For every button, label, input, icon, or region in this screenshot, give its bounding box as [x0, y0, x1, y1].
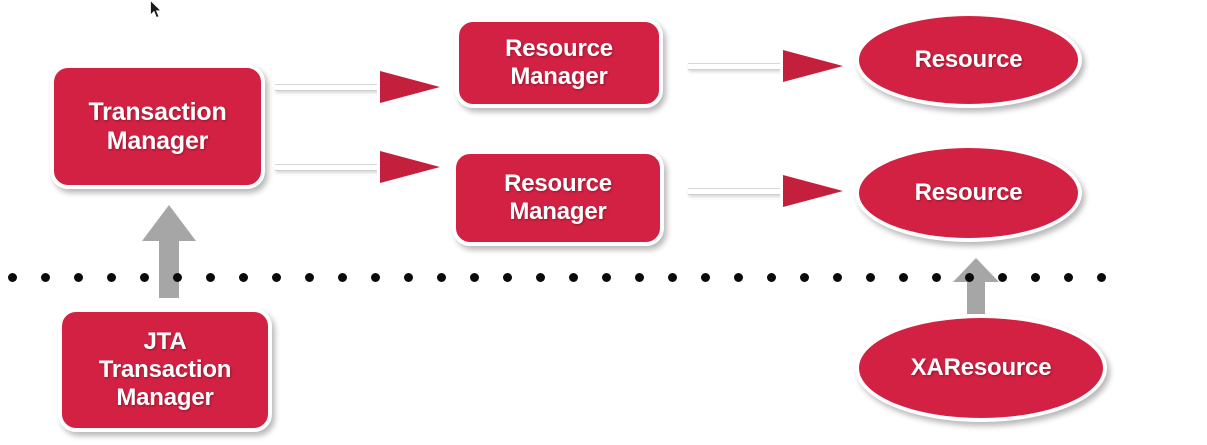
divider-dot — [8, 272, 17, 282]
divider-dot — [767, 272, 776, 282]
divider-dot — [206, 272, 215, 282]
divider-dot — [701, 272, 710, 282]
divider-dot — [140, 272, 149, 282]
divider-dot — [239, 272, 248, 282]
divider-dot — [305, 272, 314, 282]
divider-dot — [173, 272, 182, 282]
divider-dot — [1097, 272, 1106, 282]
connector-line-tm-to-rm2 — [275, 164, 385, 171]
node-xaresource-label: XAResource — [910, 354, 1052, 382]
divider-dot — [965, 272, 974, 282]
arrowhead-icon-rm2-to-res2 — [779, 171, 847, 211]
node-resource-1[interactable]: Resource — [855, 12, 1082, 108]
divider-dot — [932, 272, 941, 282]
mouse-cursor-icon — [150, 0, 164, 20]
node-resource-2-label: Resource — [914, 179, 1023, 207]
divider-dot — [635, 272, 644, 282]
up-arrow-icon-xaresource-to-resource — [952, 256, 1000, 314]
divider-dot — [734, 272, 743, 282]
node-xaresource[interactable]: XAResource — [855, 314, 1107, 422]
arrowhead-icon-tm-to-rm1 — [376, 67, 444, 107]
node-resource-1-label: Resource — [914, 46, 1023, 74]
divider-dot — [371, 272, 380, 282]
divider-dot — [1064, 272, 1073, 282]
arrowhead-icon-tm-to-rm2 — [376, 147, 444, 187]
divider-dot — [74, 272, 83, 282]
connector-line-rm1-to-res1 — [688, 63, 788, 70]
divider-dot — [569, 272, 578, 282]
divider-dot — [470, 272, 479, 282]
divider-dot — [899, 272, 908, 282]
connector-line-rm2-to-res2 — [688, 188, 788, 195]
connector-line-tm-to-rm1 — [275, 84, 385, 91]
divider-dot — [998, 272, 1007, 282]
divider-dot — [272, 272, 281, 282]
arrowhead-icon-rm1-to-res1 — [779, 46, 847, 86]
divider-dot — [437, 272, 446, 282]
divider-dot — [668, 272, 677, 282]
divider-dot — [866, 272, 875, 282]
node-resource-2[interactable]: Resource — [855, 144, 1082, 242]
divider-dot — [107, 272, 116, 282]
divider-dot — [833, 272, 842, 282]
divider-dot — [404, 272, 413, 282]
divider-dot — [602, 272, 611, 282]
divider-dot — [503, 272, 512, 282]
divider-dot — [536, 272, 545, 282]
up-arrow-icon-jta-to-tm — [141, 203, 197, 298]
dotted-separator — [8, 272, 1138, 282]
divider-dot — [800, 272, 809, 282]
divider-dot — [1031, 272, 1040, 282]
divider-dot — [338, 272, 347, 282]
divider-dot — [41, 272, 50, 282]
